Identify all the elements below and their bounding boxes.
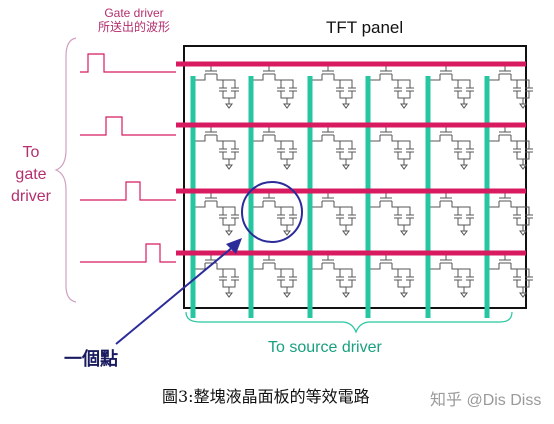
pixel-circuit xyxy=(310,125,356,170)
pixel-circuit xyxy=(487,64,533,109)
one-pixel-label: 一個點 xyxy=(64,349,118,370)
to-source-driver-label: To source driver xyxy=(268,339,382,356)
to-gate-line3: driver xyxy=(10,188,51,205)
pixel-circuit xyxy=(428,191,474,236)
pixel-circuit xyxy=(310,64,356,109)
pixel-circuit xyxy=(487,253,533,298)
gate-driver-caption: Gate driver 所送出的波形 xyxy=(82,6,186,34)
source-lines xyxy=(190,76,490,318)
waveform-1 xyxy=(80,53,176,73)
pixel-circuit xyxy=(368,64,414,109)
gate-lines xyxy=(176,61,526,256)
pixel-circuit xyxy=(193,191,239,236)
tft-panel-title: TFT panel xyxy=(326,18,404,37)
waveform-2 xyxy=(80,116,176,136)
pixel-circuit xyxy=(428,64,474,109)
pixel-circuit xyxy=(251,125,297,170)
gate-caption-line2: 所送出的波形 xyxy=(97,20,170,34)
pixel-circuit xyxy=(368,253,414,298)
bottom-brace xyxy=(185,311,513,334)
pixel-circuit xyxy=(428,125,474,170)
tft-panel-border xyxy=(183,45,527,309)
to-gate-line2: gate xyxy=(15,166,47,183)
pixel-circuit xyxy=(193,125,239,170)
to-gate-line1: To xyxy=(22,144,40,161)
pixel-circuit xyxy=(193,253,239,298)
pixel-pointer-arrow xyxy=(115,245,235,345)
waveform-3 xyxy=(80,181,176,201)
watermark: 知乎 @Dis Diss xyxy=(430,392,542,409)
pixel-circuit xyxy=(310,253,356,298)
pixel-circuit xyxy=(251,253,297,298)
pixel-circuit xyxy=(310,191,356,236)
figure-caption: 圖3:整塊液晶面板的等效電路 xyxy=(162,387,370,406)
pixel-cells xyxy=(193,64,533,298)
pixel-circuit xyxy=(251,191,297,236)
gate-waveforms xyxy=(80,53,176,263)
pixel-circuit xyxy=(368,191,414,236)
gate-caption-line1: Gate driver xyxy=(104,6,164,20)
pixel-circuit xyxy=(368,125,414,170)
pixel-circuit xyxy=(193,64,239,109)
pixel-highlight-circle xyxy=(241,181,303,243)
pixel-circuit xyxy=(251,64,297,109)
to-gate-driver-label: To gate driver xyxy=(8,142,54,208)
pixel-circuit xyxy=(487,125,533,170)
pixel-pointer-arrowhead xyxy=(226,238,242,254)
waveform-4 xyxy=(80,243,176,263)
pixel-circuit xyxy=(428,253,474,298)
left-brace xyxy=(54,37,77,303)
pixel-circuit xyxy=(487,191,533,236)
